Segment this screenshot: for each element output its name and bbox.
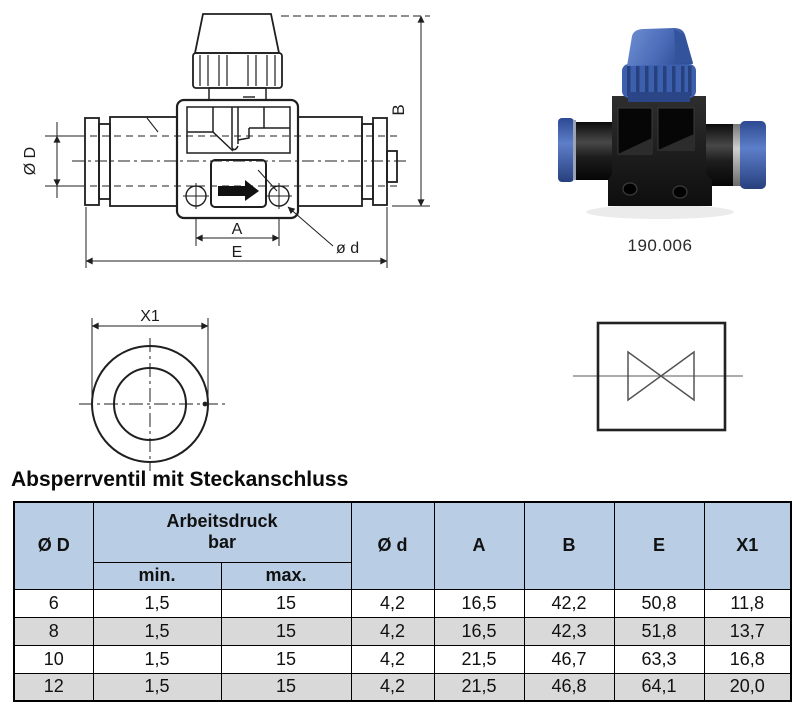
spec-table: Ø D Arbeitsdruck bar Ø d A B E X1 min. m… [13,501,793,702]
cell-b: 46,7 [523,644,615,674]
dim-a [195,219,280,246]
cell-x1: 16,8 [703,644,792,674]
dim-label-x1: X1 [140,308,160,325]
col-header-b: B [523,501,615,590]
section-title: Absperrventil mit Steckanschluss [11,468,349,491]
photo-fitting-right [702,121,766,189]
body-window [186,106,291,154]
table-row: 12 1,5 15 4,2 21,5 46,8 64,1 20,0 [13,672,792,702]
front-view-drawing: X1 [79,308,228,471]
cell-x1: 20,0 [703,672,792,702]
flow-arrow-box [210,159,267,208]
col-header-a: A [433,501,525,590]
dim-b [281,15,430,207]
dim-label-a: A [232,221,243,238]
cell-d-small: 4,2 [350,672,435,702]
cell-a: 21,5 [433,672,525,702]
dim-label-e: E [232,244,243,261]
cell-max: 15 [220,672,352,702]
cell-e: 50,8 [613,588,705,618]
product-code: 190.006 [627,236,693,255]
cell-min: 1,5 [92,644,222,674]
photo-fitting-left [558,118,616,182]
table-row: 8 1,5 15 4,2 16,5 42,3 51,8 13,7 [13,616,792,646]
cell-max: 15 [220,644,352,674]
col-header-d-outer: Ø D [13,501,94,590]
cell-max: 15 [220,616,352,646]
knob-neck [208,87,267,101]
col-header-pressure: Arbeitsdruck bar [92,501,352,563]
product-photo [552,26,768,228]
photo-knob [622,28,696,102]
knob-knurl-ring [192,52,283,89]
fitting-right [297,116,398,207]
dim-label-d-small: ø d [336,240,359,257]
cell-min: 1,5 [92,588,222,618]
cell-d-small: 4,2 [350,644,435,674]
dim-d-outer [45,122,80,198]
table-row: 10 1,5 15 4,2 21,5 46,7 63,3 16,8 [13,644,792,674]
cell-d: 12 [13,672,94,702]
leader-d-small [257,169,334,247]
cell-b: 46,8 [523,672,615,702]
cell-min: 1,5 [92,672,222,702]
photo-body [608,96,712,206]
cell-b: 42,2 [523,588,615,618]
cell-a: 16,5 [433,588,525,618]
photo-shadow [586,205,734,219]
col-header-max: max. [220,561,352,590]
centerline-dot [202,401,208,407]
pressure-line2: bar [208,532,237,553]
cell-d-small: 4,2 [350,588,435,618]
cell-d: 6 [13,588,94,618]
cell-e: 51,8 [613,616,705,646]
screw-right [266,183,292,209]
cell-d: 10 [13,644,94,674]
cell-e: 64,1 [613,672,705,702]
cell-min: 1,5 [92,616,222,646]
cell-max: 15 [220,588,352,618]
col-header-min: min. [92,561,222,590]
cell-d-small: 4,2 [350,616,435,646]
pressure-line1: Arbeitsdruck [166,511,278,532]
dim-e [85,207,388,268]
col-header-d-small: Ø d [350,501,435,590]
col-header-e: E [613,501,705,590]
valve-symbol-drawing [573,321,743,432]
cell-d: 8 [13,616,94,646]
cell-e: 63,3 [613,644,705,674]
knob-top [193,13,281,54]
cell-x1: 11,8 [703,588,792,618]
dim-label-b: B [389,104,408,115]
dim-label-d-outer: Ø D [22,147,39,175]
cell-x1: 13,7 [703,616,792,646]
cell-a: 21,5 [433,644,525,674]
dim-x1 [91,318,209,404]
fitting-left [84,116,178,207]
flow-arrow-icon [218,180,259,201]
symbol-box [596,321,727,432]
col-header-x1: X1 [703,501,792,590]
symbol-bowtie [627,350,695,402]
cell-a: 16,5 [433,616,525,646]
cell-b: 42,3 [523,616,615,646]
table-row: 6 1,5 15 4,2 16,5 42,2 50,8 11,8 [13,588,792,618]
valve-side-view-drawing: B Ø D A E ø d [22,13,430,268]
screw-left [183,183,209,209]
knurl-lines [199,55,276,86]
